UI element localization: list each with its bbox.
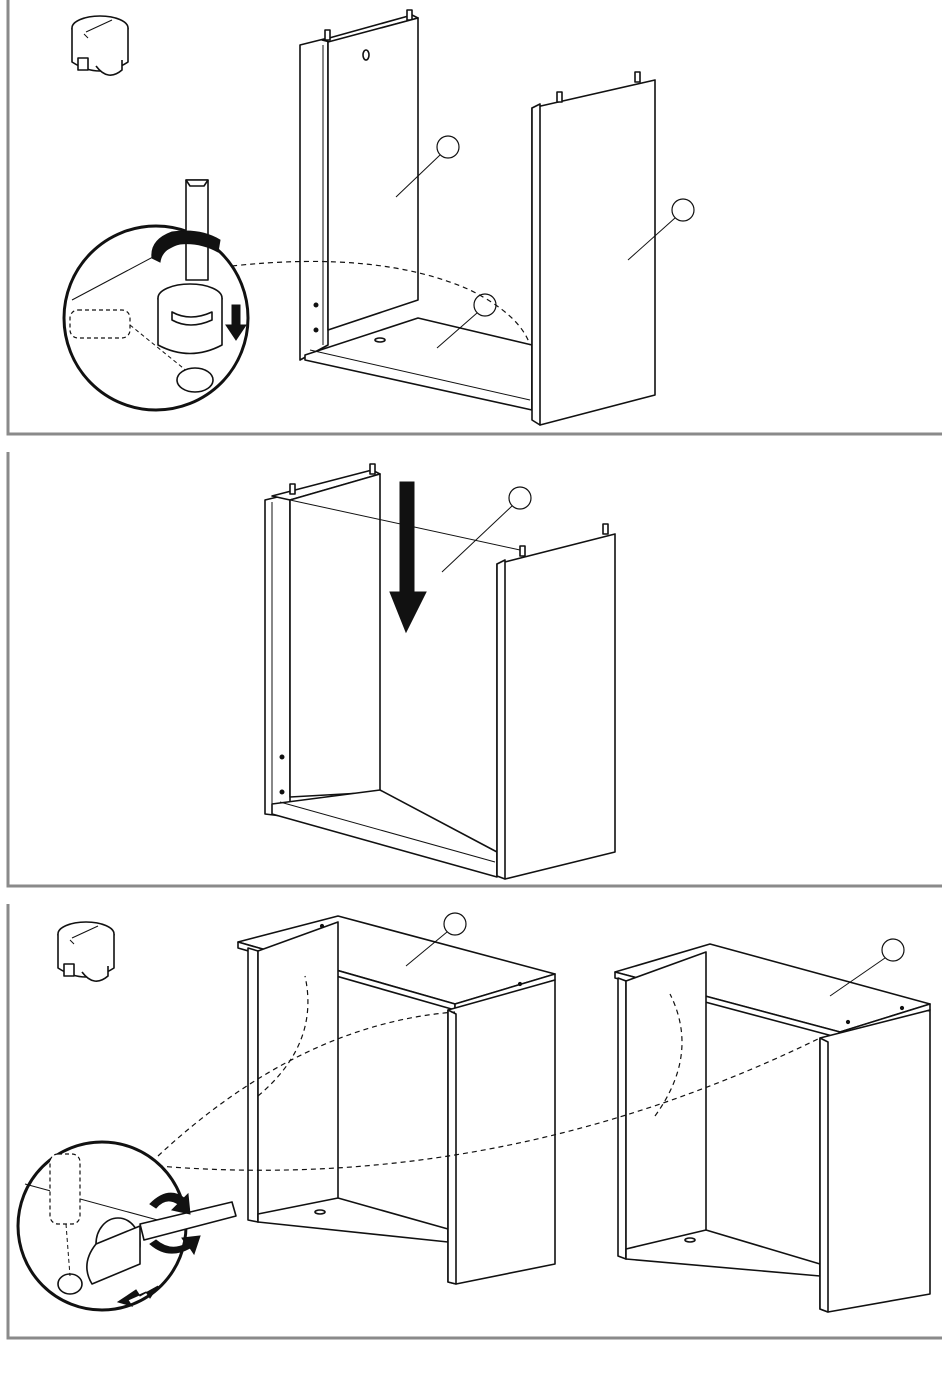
screwdriver-icon (186, 180, 208, 280)
back-panel (328, 18, 418, 330)
step-2-panel (0, 452, 950, 892)
dowel-icon (50, 1154, 80, 1224)
right-side-panel (532, 72, 655, 425)
step-2-illustration (0, 452, 950, 892)
dowel-icon (70, 310, 130, 338)
cam-lock-icon (58, 922, 114, 981)
bottom-panel (272, 790, 497, 877)
right-side-panel (497, 524, 615, 879)
step-3-illustration (0, 904, 950, 1344)
cabinet-right (615, 944, 930, 1312)
detail-magnifier (18, 1142, 236, 1310)
cabinet-left (238, 916, 555, 1284)
step-2-frame (8, 452, 942, 886)
step-1-panel (0, 0, 950, 440)
insert-down-arrow-icon (390, 482, 426, 632)
detail-magnifier (64, 180, 248, 410)
bottom-panel (305, 318, 532, 410)
cam-lock-icon (72, 16, 128, 75)
step-1-illustration (0, 0, 950, 440)
step-3-panel (0, 904, 950, 1344)
